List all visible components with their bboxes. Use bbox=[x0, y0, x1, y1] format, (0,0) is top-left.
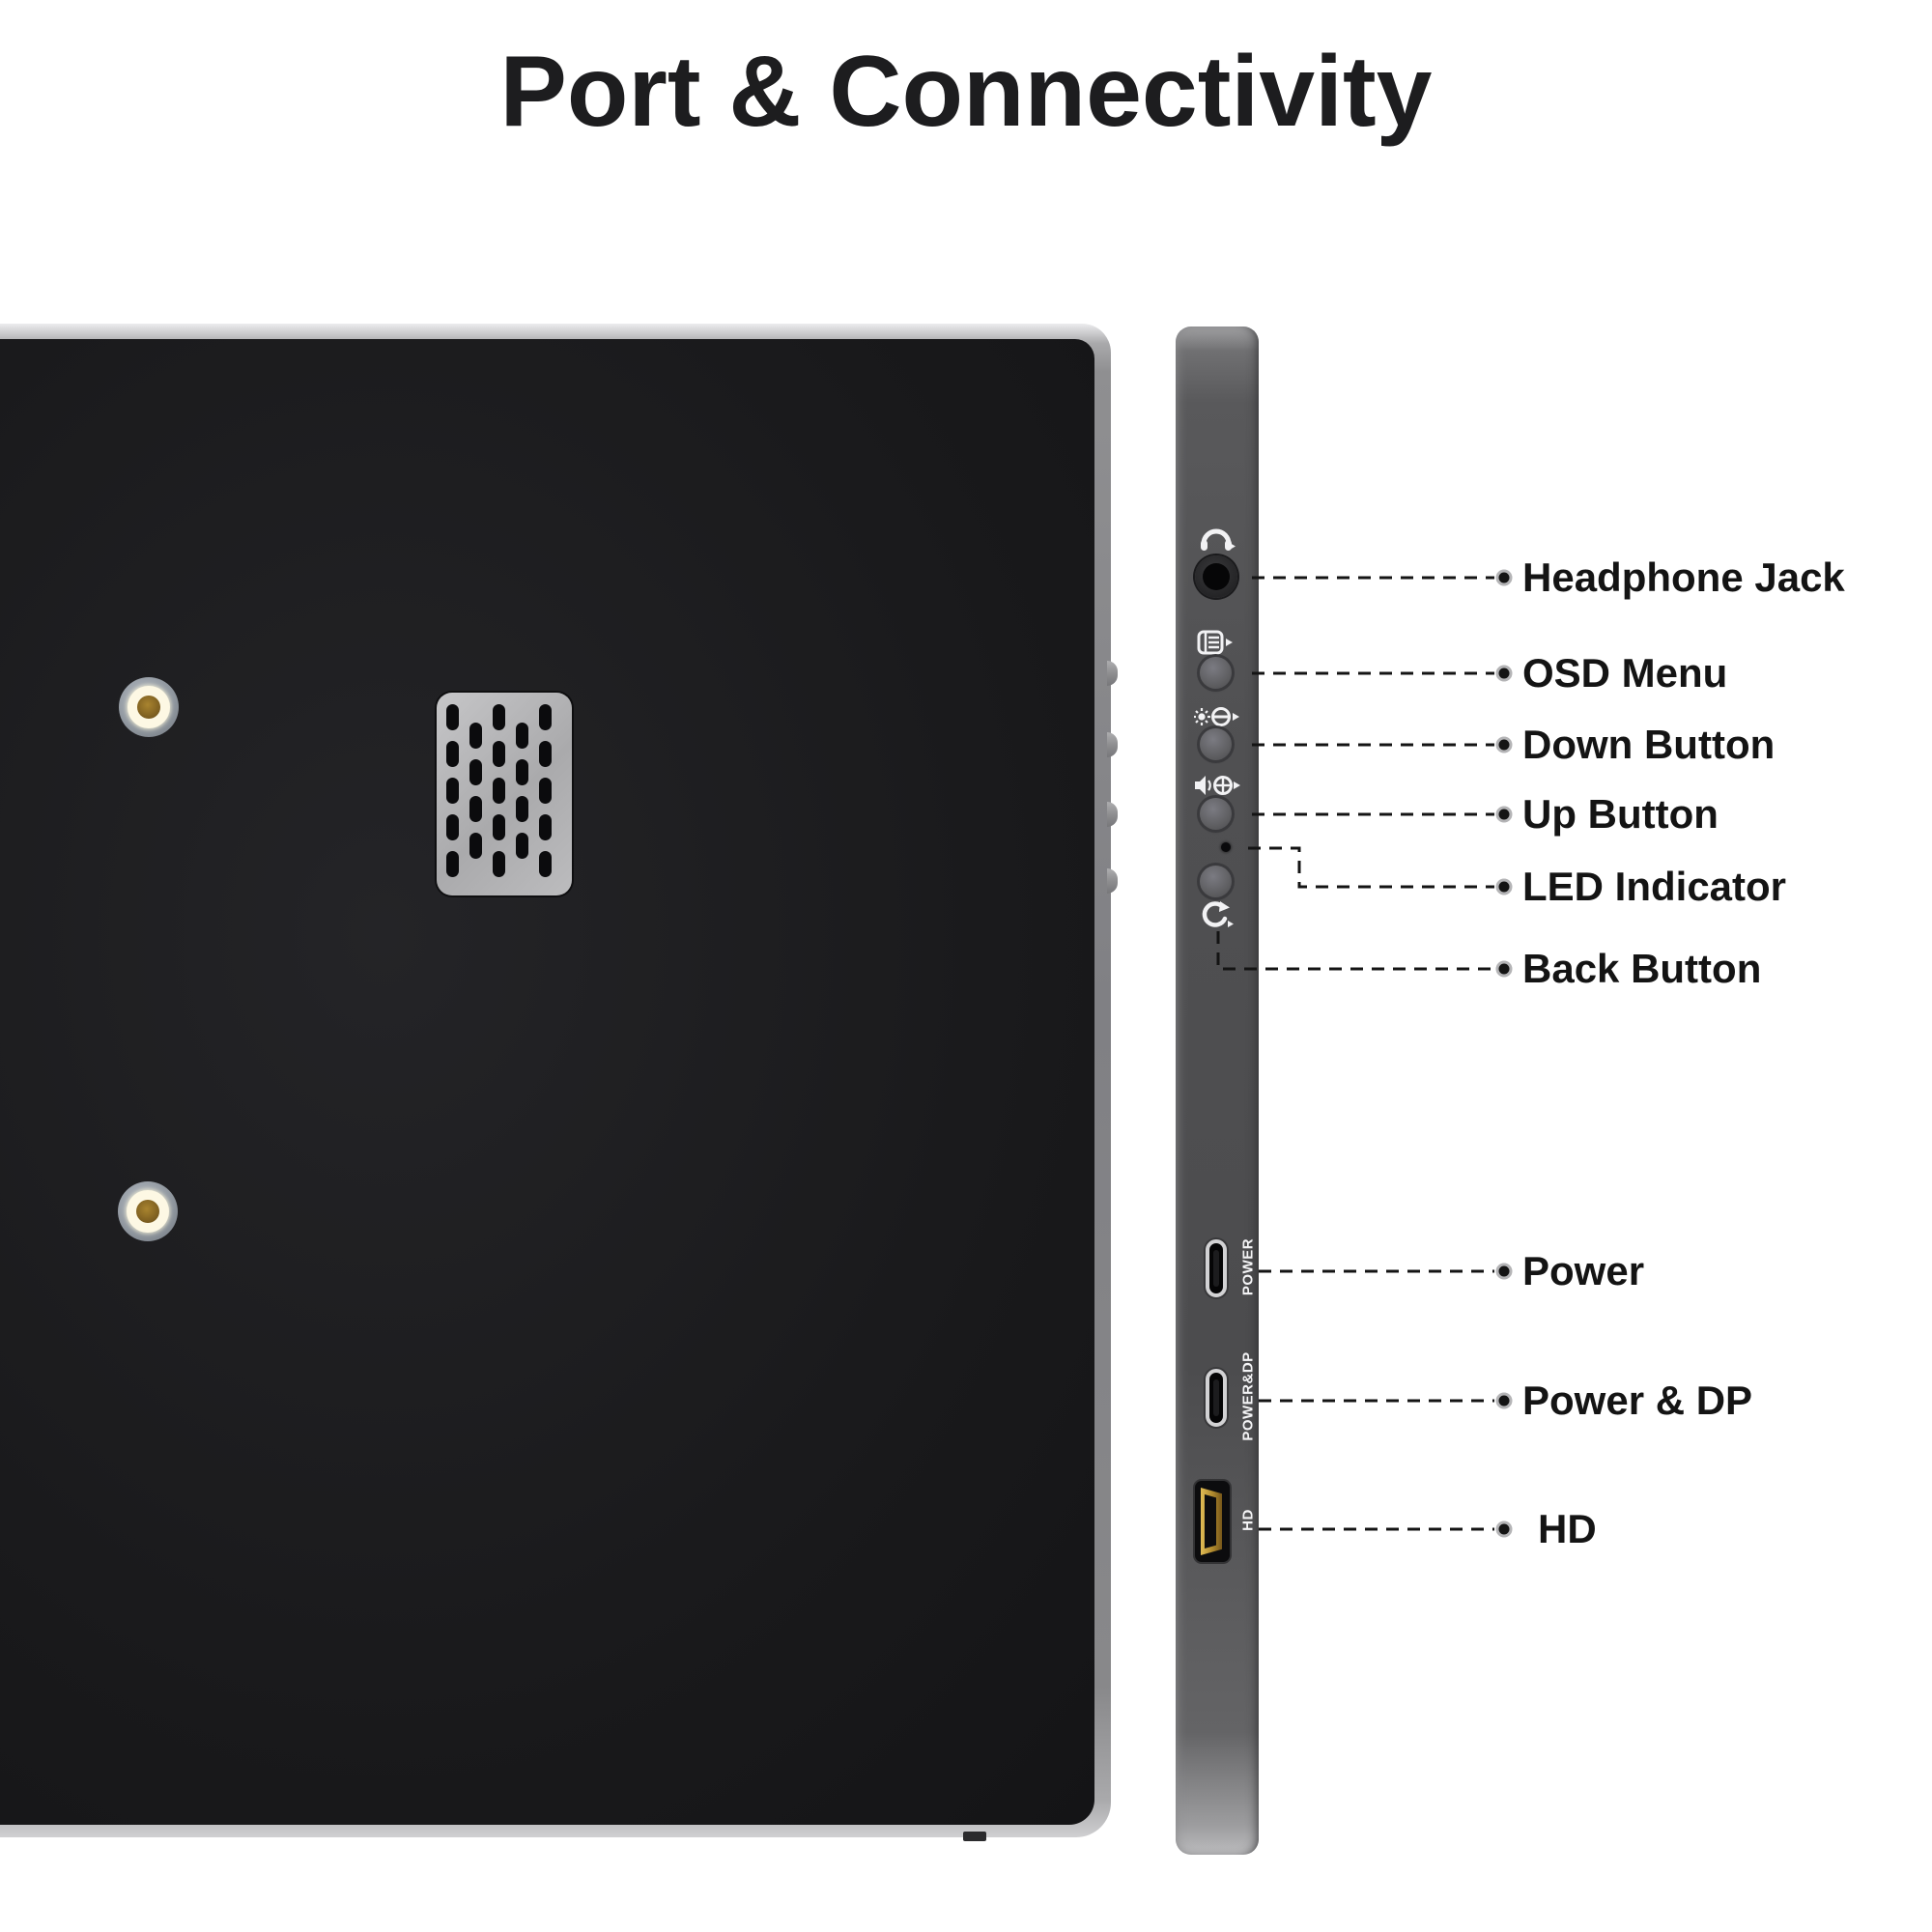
callout-headphone-jack: Headphone Jack bbox=[1522, 554, 1845, 600]
grille-hole bbox=[446, 814, 459, 840]
callout-led-indicator: LED Indicator bbox=[1522, 864, 1787, 909]
headphone-jack-port bbox=[1195, 555, 1237, 598]
hdmi-slot bbox=[1205, 1494, 1216, 1548]
callout-osd-menu: OSD Menu bbox=[1522, 650, 1728, 696]
grille-hole bbox=[446, 704, 459, 730]
grille-hole bbox=[516, 759, 528, 785]
side-button-bump bbox=[1107, 802, 1118, 827]
monitor-back-panel bbox=[0, 324, 1111, 1837]
grille-hole bbox=[446, 741, 459, 767]
back-button bbox=[1200, 866, 1232, 897]
grille-hole bbox=[493, 704, 505, 730]
osd-menu-button bbox=[1200, 657, 1232, 689]
grille-hole bbox=[539, 704, 552, 730]
back-return-icon bbox=[1202, 901, 1234, 927]
leader-dot bbox=[1495, 878, 1513, 895]
grille-hole bbox=[446, 851, 459, 877]
monitor-back-face bbox=[0, 339, 1094, 1825]
side-button-bump bbox=[1107, 661, 1118, 686]
grille-hole bbox=[516, 833, 528, 859]
side-button-bump bbox=[1107, 868, 1118, 894]
jack-bore bbox=[1203, 563, 1230, 590]
grille-hole bbox=[539, 778, 552, 804]
leader-led bbox=[1248, 846, 1494, 889]
grille-hole bbox=[516, 723, 528, 749]
grille-hole bbox=[469, 833, 482, 859]
hdmi-port bbox=[1195, 1481, 1230, 1562]
speaker-grille bbox=[437, 693, 572, 895]
usb-c-slot bbox=[1213, 1379, 1219, 1416]
grille-hole bbox=[493, 778, 505, 804]
leader-dot bbox=[1495, 569, 1513, 586]
usb-c-power-dp-port bbox=[1206, 1369, 1227, 1427]
osd-menu-icon bbox=[1197, 630, 1233, 655]
leader-dot bbox=[1495, 1263, 1513, 1280]
vesa-screw-hole-top bbox=[119, 677, 179, 737]
rubber-foot bbox=[963, 1832, 986, 1841]
leader-dot bbox=[1495, 665, 1513, 682]
up-button bbox=[1200, 798, 1232, 830]
leader-dot bbox=[1495, 960, 1513, 978]
screw-gold-center bbox=[136, 1200, 159, 1223]
callout-hd: HD bbox=[1538, 1506, 1597, 1551]
grille-hole bbox=[539, 851, 552, 877]
leader-dot bbox=[1495, 736, 1513, 753]
screw-gold-center bbox=[137, 696, 160, 719]
callout-up-button: Up Button bbox=[1522, 791, 1719, 837]
callout-down-button: Down Button bbox=[1522, 722, 1776, 767]
grille-hole bbox=[539, 814, 552, 840]
callout-back-button: Back Button bbox=[1522, 946, 1762, 991]
leader-back bbox=[1216, 931, 1494, 971]
down-button bbox=[1200, 728, 1232, 760]
grille-hole bbox=[493, 741, 505, 767]
leader-dot bbox=[1495, 1392, 1513, 1409]
callout-power-dp: Power & DP bbox=[1522, 1378, 1753, 1423]
vesa-screw-hole-bottom bbox=[118, 1181, 178, 1241]
grille-hole bbox=[469, 723, 482, 749]
usb-c-power-port bbox=[1206, 1239, 1227, 1297]
power-dp-port-label: POWER&DP bbox=[1239, 1351, 1257, 1441]
leader-dot bbox=[1495, 1520, 1513, 1538]
side-button-bump bbox=[1107, 732, 1118, 757]
grille-hole bbox=[469, 759, 482, 785]
leader-dot bbox=[1495, 806, 1513, 823]
grille-hole bbox=[493, 851, 505, 877]
headphone-icon bbox=[1201, 528, 1236, 551]
power-port-label: POWER bbox=[1239, 1237, 1257, 1296]
led-indicator bbox=[1221, 842, 1231, 852]
grille-hole bbox=[493, 814, 505, 840]
grille-hole bbox=[446, 778, 459, 804]
grille-hole bbox=[539, 741, 552, 767]
grille-hole bbox=[469, 796, 482, 822]
page-title: Port & Connectivity bbox=[499, 36, 1433, 148]
brightness-down-icon bbox=[1194, 707, 1239, 726]
hd-port-label: HD bbox=[1239, 1509, 1257, 1531]
callout-power: Power bbox=[1522, 1248, 1645, 1293]
volume-up-icon bbox=[1195, 776, 1240, 795]
usb-c-slot bbox=[1213, 1250, 1219, 1287]
grille-hole bbox=[516, 796, 528, 822]
